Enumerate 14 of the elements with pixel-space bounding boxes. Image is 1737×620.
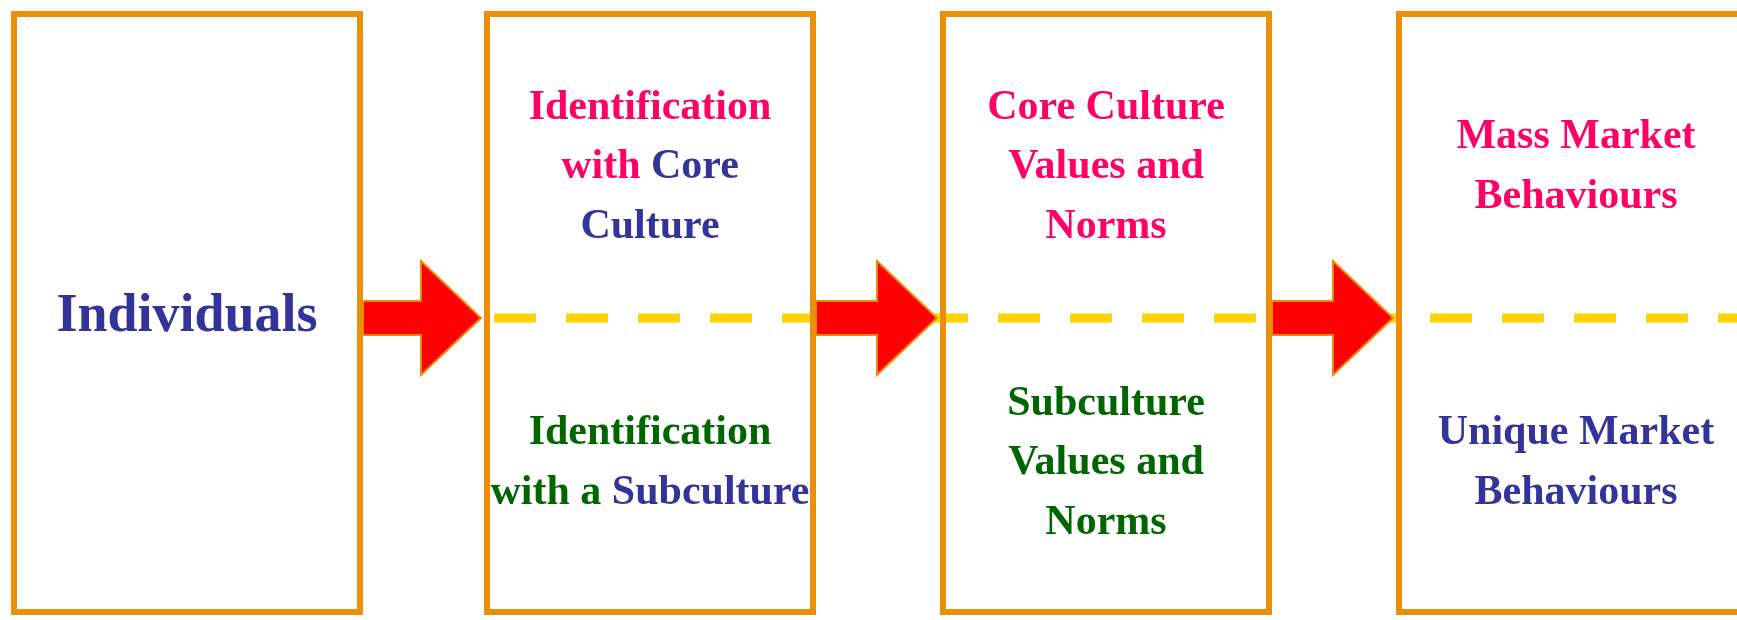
core-culture-label: Mass Market Behaviours <box>1455 110 1697 219</box>
block-arrow <box>815 258 939 378</box>
subculture-label: Subculture Values and Norms <box>1006 376 1206 545</box>
process-box <box>1396 11 1737 615</box>
core-culture-label: Core Culture Values and Norms <box>986 80 1226 249</box>
process-box <box>940 11 1272 615</box>
box-label: Individuals <box>56 281 318 345</box>
block-arrow <box>362 258 483 378</box>
subculture-label: Unique Market Behaviours <box>1436 406 1716 515</box>
core-culture-label: Identification with Core Culture <box>527 80 773 249</box>
process-box <box>11 11 363 615</box>
block-arrow <box>1271 258 1395 378</box>
process-box <box>484 11 816 615</box>
subculture-label: Identification with a Subculture <box>490 406 810 515</box>
